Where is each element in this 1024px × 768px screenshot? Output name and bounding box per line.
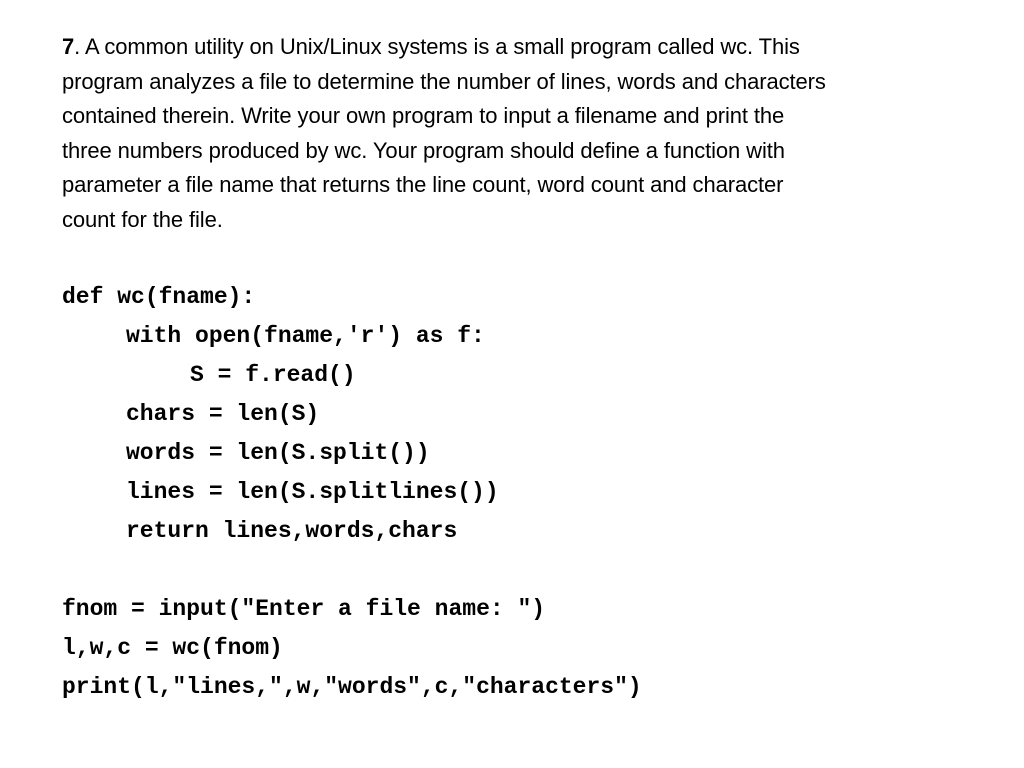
problem-number: 7 (62, 34, 75, 59)
problem-line: three numbers produced by wc. Your progr… (62, 137, 785, 163)
code-line-read: S = f.read() (190, 362, 356, 388)
problem-line: count for the file. (62, 206, 223, 232)
code-line-def: def wc(fname): (62, 284, 256, 310)
code-line-words: words = len(S.split()) (126, 440, 430, 466)
problem-line: parameter a file name that returns the l… (62, 172, 784, 197)
code-line-call: l,w,c = wc(fnom) (62, 635, 283, 661)
code-line-input: fnom = input("Enter a file name: ") (62, 596, 546, 622)
code-line-chars: chars = len(S) (126, 401, 320, 427)
problem-text: . A common utility on Unix/Linux systems… (74, 34, 800, 59)
code-line-return: return lines,words,chars (126, 518, 458, 544)
problem-line: 7. A common utility on Unix/Linux system… (62, 30, 992, 65)
problem-line: contained therein. Write your own progra… (62, 103, 785, 128)
code-blank-line (62, 551, 642, 590)
code-line-print: print(l,"lines,",w,"words",c,"characters… (62, 674, 642, 700)
code-line-with: with open(fname,'r') as f: (126, 323, 485, 349)
code-block: def wc(fname): with open(fname,'r') as f… (62, 278, 642, 707)
problem-line: program analyzes a file to determine the… (62, 68, 826, 94)
code-line-lines: lines = len(S.splitlines()) (126, 479, 499, 505)
problem-statement: 7. A common utility on Unix/Linux system… (62, 30, 992, 237)
